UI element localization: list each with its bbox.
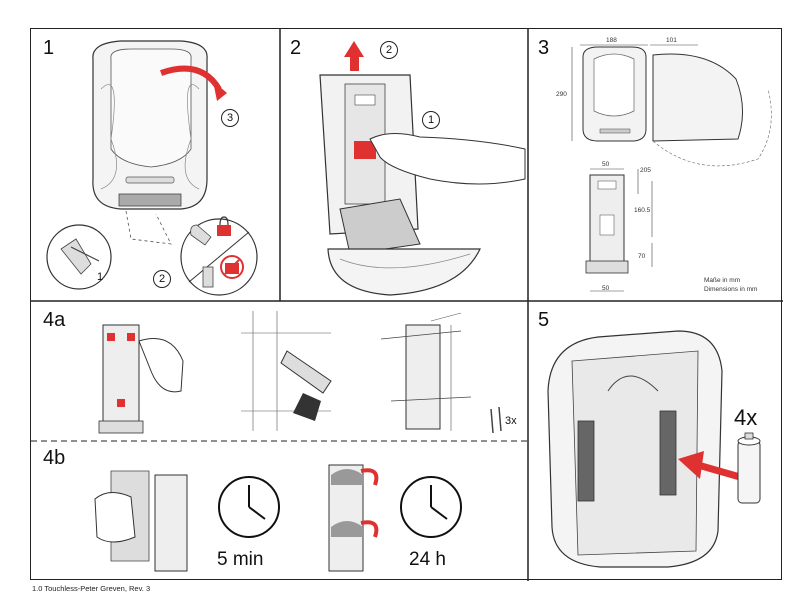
callout-lift: 2	[380, 41, 398, 59]
dim-plate-width-top: 50	[602, 161, 610, 168]
step-number: 2	[290, 37, 302, 59]
panel-grid	[31, 29, 783, 581]
dispenser-lift-illustration	[319, 41, 526, 296]
panel-step-3: 3 188 101 290 205 50 160.5	[528, 29, 783, 301]
panel-step-5: 5 4x	[528, 301, 783, 581]
step-number: 4b	[43, 447, 66, 469]
dim-width: 188	[606, 37, 617, 44]
dim-depth: 101	[666, 37, 677, 44]
wait-24-h: 24 h	[409, 549, 446, 570]
callout-press: 1	[422, 111, 440, 129]
panel-step-1: 1 3	[31, 29, 280, 301]
step-number: 5	[538, 309, 550, 331]
step-number: 4a	[43, 309, 66, 331]
step-number: 3	[538, 37, 550, 59]
battery-illustration	[547, 330, 761, 568]
dimension-drawing	[571, 44, 772, 292]
instruction-sheet: 1 3	[30, 28, 783, 581]
dim-plate-height: 160.5	[634, 207, 651, 214]
callout-pull: 2	[153, 270, 171, 288]
panel-step-2: 2 2 1	[280, 29, 528, 301]
panel-step-4a: 4a 3x	[31, 301, 528, 441]
dim-height: 290	[556, 91, 567, 98]
units-en: Dimensions in mm	[704, 286, 758, 293]
dim-projection: 205	[640, 167, 651, 174]
callout-rotate: 3	[221, 109, 239, 127]
dispenser-open-illustration	[46, 40, 258, 296]
dim-plate-width-bottom: 50	[602, 285, 610, 292]
dim-plate-lower: 70	[638, 253, 646, 260]
screw-count: 3x	[505, 415, 517, 427]
wait-5-min: 5 min	[217, 549, 264, 570]
units-de: Maße in mm	[704, 277, 741, 284]
battery-count: 4x	[734, 405, 758, 430]
adhesive-illustration	[94, 464, 462, 572]
callout-key-label: 1	[97, 271, 104, 283]
step-number: 1	[43, 37, 55, 59]
mounting-illustration	[98, 311, 502, 434]
panel-step-4b: 4b 5 min 24 h	[31, 441, 528, 581]
footer-revision: 1.0 Touchless-Peter Greven, Rev. 3	[32, 584, 151, 593]
